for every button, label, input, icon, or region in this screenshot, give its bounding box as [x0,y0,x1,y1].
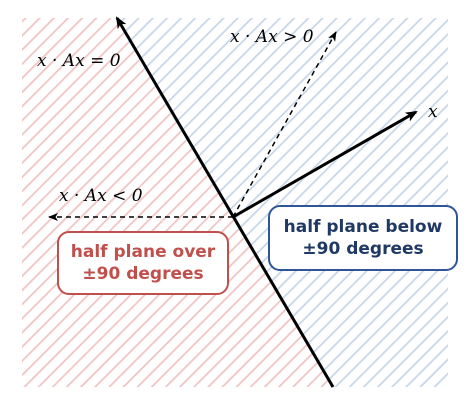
box-below-line1: half plane below [283,217,443,237]
box-below-line2: ±90 degrees [302,239,424,259]
box-over-line1: half plane over [70,242,216,262]
boundary-line [115,16,335,388]
label-lt-zero: x · Ax < 0 [59,186,143,206]
label-x-vector: x [428,102,438,122]
x-vector-arrow [232,110,418,219]
box-over-line2: ±90 degrees [82,264,204,284]
half-plane-over-box: half plane over ±90 degrees [57,231,229,295]
label-eq-zero: x · Ax = 0 [37,51,121,71]
label-gt-zero: x · Ax > 0 [230,27,314,47]
half-plane-below-box: half plane below ±90 degrees [268,205,458,271]
below-half-plane [113,18,448,387]
